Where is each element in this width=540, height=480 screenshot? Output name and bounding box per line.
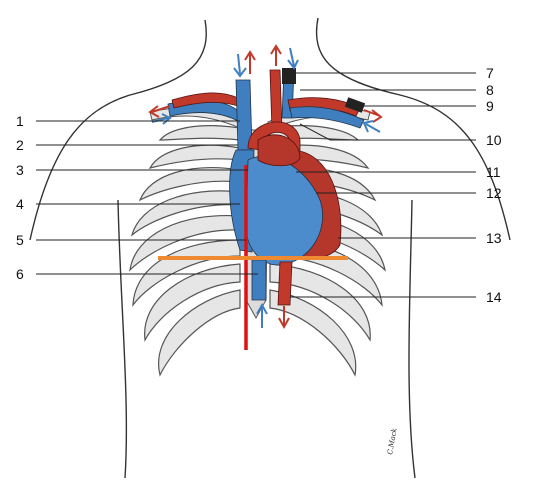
arrow-ivc-in <box>256 302 268 328</box>
pulmonary-trunk <box>257 134 301 167</box>
flow-arrows <box>148 44 383 330</box>
left-labels: 1 2 3 4 5 6 <box>16 113 24 282</box>
arrow-carotid-out-right <box>244 50 256 74</box>
inferior-vena-cava <box>251 259 267 301</box>
artist-signature: C.Mack <box>386 428 399 456</box>
label-4: 4 <box>16 196 24 212</box>
label-6: 6 <box>16 266 24 282</box>
label-14: 14 <box>486 289 502 305</box>
left-common-carotid <box>269 69 283 131</box>
label-11: 11 <box>486 164 501 180</box>
vessel-clamp-1 <box>282 68 296 84</box>
label-1: 1 <box>16 113 24 129</box>
vessel-clamp-2 <box>344 97 366 113</box>
arrow-aorta-out <box>278 306 290 330</box>
arrow-svc-in <box>233 53 247 78</box>
arrow-subclavian-in-right <box>362 120 381 133</box>
arrow-subclavian-out-right <box>363 109 383 123</box>
left-subclavian-vein <box>289 106 365 129</box>
great-vessels <box>167 68 366 171</box>
neck-left-outline <box>29 19 207 241</box>
label-3: 3 <box>16 162 24 178</box>
arrow-jugular-in <box>287 47 299 70</box>
arrow-carotid-out-left <box>270 44 282 66</box>
label-2: 2 <box>16 137 24 153</box>
right-labels: 7 8 9 10 11 12 13 14 <box>486 65 502 305</box>
label-10: 10 <box>486 132 502 148</box>
label-8: 8 <box>486 82 494 98</box>
leader-10 <box>299 123 476 141</box>
label-5: 5 <box>16 232 24 248</box>
label-7: 7 <box>486 65 494 81</box>
leader-lines <box>36 72 476 298</box>
torso-left-outline <box>117 199 128 479</box>
descending-aorta <box>277 261 293 306</box>
arrow-subclavian-out-left <box>148 105 171 118</box>
neck-right-outline <box>315 17 511 241</box>
torso-right-outline <box>408 199 416 479</box>
heart <box>229 134 342 306</box>
label-9: 9 <box>486 98 494 114</box>
label-12: 12 <box>486 185 502 201</box>
label-13: 13 <box>486 230 502 246</box>
left-ribs <box>129 125 241 377</box>
